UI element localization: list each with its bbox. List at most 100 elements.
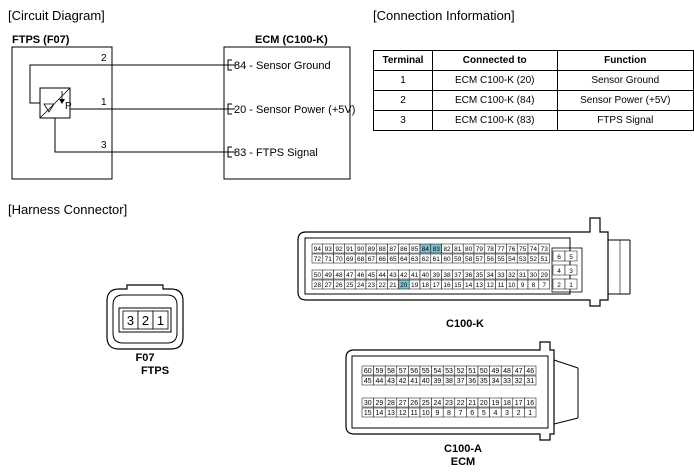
pin-number: 47: [515, 368, 523, 375]
pin-number: 27: [399, 400, 407, 407]
cell-function: Sensor Power (+5V): [556, 90, 694, 111]
pin-number: 59: [454, 256, 462, 263]
pin-cell: [524, 407, 537, 418]
pin-number: 52: [457, 368, 465, 375]
cell-terminal: 3: [373, 110, 433, 131]
pin-number: 35: [480, 378, 488, 385]
pin-number: 46: [357, 272, 365, 279]
pin-number: 50: [314, 272, 322, 279]
pin-cell: [538, 279, 550, 290]
pin-number: 30: [364, 400, 372, 407]
connection-table: Terminal Connected to Function 1 ECM C10…: [373, 50, 694, 131]
pin-number: 4: [493, 410, 497, 417]
pin-number: 22: [379, 282, 387, 289]
pin-number: 54: [434, 368, 442, 375]
pin-number: 20: [400, 282, 408, 289]
pin-number: 19: [411, 282, 419, 289]
pin-number: 8: [447, 410, 451, 417]
pin-number: 67: [368, 256, 376, 263]
pin-number: 28: [387, 400, 395, 407]
pin-number: 56: [410, 368, 418, 375]
pin-number: 49: [492, 368, 500, 375]
pin-number: 55: [422, 368, 430, 375]
pin-number: 19: [492, 400, 500, 407]
pin-number: 38: [443, 272, 451, 279]
pin-number: 53: [445, 368, 453, 375]
pin-number: 18: [503, 400, 511, 407]
pin-number: 50: [480, 368, 488, 375]
pin-number: 79: [476, 246, 484, 253]
pin-number: 24: [434, 400, 442, 407]
pin-number: 38: [445, 378, 453, 385]
pin-number: 15: [364, 410, 372, 417]
pin-number: 56: [487, 256, 495, 263]
pin-number: 37: [454, 272, 462, 279]
pin-cell: [538, 269, 550, 280]
ecm-pin-84: 84 - Sensor Ground: [234, 60, 331, 72]
pin-number: 94: [314, 246, 322, 253]
pin-number: 6: [557, 254, 561, 261]
wire-ftps-signal: [54, 118, 235, 153]
pin-number: 15: [454, 282, 462, 289]
pin-number: 46: [526, 368, 534, 375]
pin-number: 43: [387, 378, 395, 385]
pin-number: 12: [399, 410, 407, 417]
pin-number: 88: [379, 246, 387, 253]
pin-number: 36: [465, 272, 473, 279]
pin-number: 42: [400, 272, 408, 279]
cell-function: FTPS Signal: [556, 110, 694, 131]
f07-pin-1: 1: [157, 313, 164, 328]
pin-cell: [524, 375, 537, 386]
pin-number: 27: [325, 282, 333, 289]
pin-number: 82: [443, 246, 451, 253]
pin-number: 13: [387, 410, 395, 417]
pin-number: 69: [346, 256, 354, 263]
sensor-letter: P: [65, 101, 72, 112]
pin-number: 32: [515, 378, 523, 385]
pin-number: 58: [465, 256, 473, 263]
pin-number: 2: [557, 282, 561, 289]
pin-number: 36: [468, 378, 476, 385]
pin-number: 40: [422, 378, 430, 385]
pin-number: 24: [357, 282, 365, 289]
pin-number: 10: [508, 282, 516, 289]
pin-number: 48: [503, 368, 511, 375]
pin-number: 85: [411, 246, 419, 253]
pin-number: 62: [422, 256, 430, 263]
header-function: Function: [556, 50, 694, 71]
pin-cell: [538, 253, 550, 264]
pin-cell: [564, 264, 578, 276]
pin-number: 9: [521, 282, 525, 289]
pin-number: 33: [503, 378, 511, 385]
pin-number: 47: [346, 272, 354, 279]
pin-number: 37: [457, 378, 465, 385]
pin-number: 93: [325, 246, 333, 253]
pin-number: 14: [376, 410, 384, 417]
pin-number: 42: [399, 378, 407, 385]
pin-number: 26: [410, 400, 418, 407]
pin-number: 81: [454, 246, 462, 253]
cell-terminal: 1: [373, 70, 433, 91]
pin-number: 22: [457, 400, 465, 407]
c100k-label: C100-K: [446, 318, 484, 330]
pin-number: 84: [422, 246, 430, 253]
table-header-row: Terminal Connected to Function: [373, 50, 694, 71]
pin-number: 17: [515, 400, 523, 407]
pin-number: 35: [476, 272, 484, 279]
pin-number: 66: [379, 256, 387, 263]
pin-number: 39: [434, 378, 442, 385]
cell-function: Sensor Ground: [556, 70, 694, 91]
pin-number: 51: [468, 368, 476, 375]
pin-number: 49: [325, 272, 333, 279]
f07-connector: 3 2 1: [106, 284, 184, 350]
pin-number: 3: [569, 268, 573, 275]
pin-number: 9: [435, 410, 439, 417]
pin-number: 16: [526, 400, 534, 407]
pin-number: 54: [508, 256, 516, 263]
pin-cell: [524, 365, 537, 376]
connection-info-title: [Connection Information]: [373, 8, 515, 23]
pin-number: 76: [508, 246, 516, 253]
pin-number: 21: [389, 282, 397, 289]
